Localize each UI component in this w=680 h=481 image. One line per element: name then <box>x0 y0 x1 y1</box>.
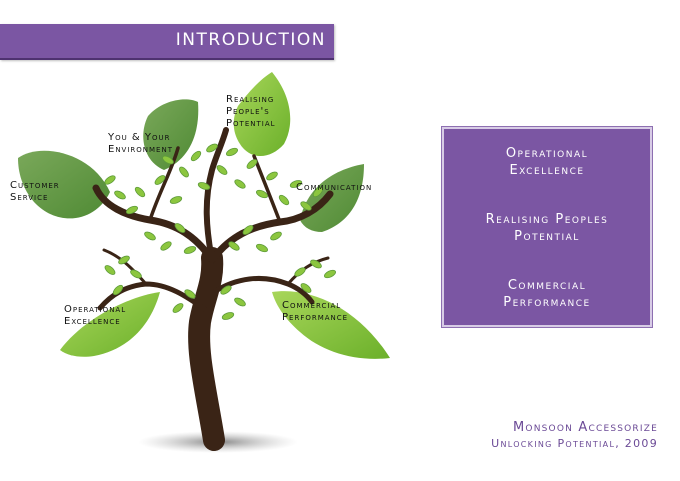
panel-item-commercial-performance: Commercial Performance <box>444 277 650 311</box>
leaf-you-and-your-environment <box>143 99 199 170</box>
panel-item-operational-excellence: Operational Excellence <box>444 145 650 179</box>
leaf-label-line: Commercial <box>282 300 342 311</box>
leaf-label-line: Operational <box>64 304 127 315</box>
leaf-label-line: Potential <box>226 118 276 129</box>
header-bar: Introduction <box>0 24 334 60</box>
leaf-label-line: Performance <box>282 312 349 323</box>
leaf-realising-peoples-potential <box>233 72 291 156</box>
foliage <box>104 143 336 320</box>
summary-panel: Operational Excellence Realising Peoples… <box>442 127 652 327</box>
leaf-label-operational-excellence: Operational Excellence <box>64 304 126 328</box>
panel-item-line: Operational <box>505 146 589 161</box>
leaf-operational-excellence <box>60 292 160 357</box>
leaf-label-you-and-your-environment: You & Your Environment <box>108 132 173 156</box>
leaf-label-line: You & Your <box>108 132 171 143</box>
leaf-label-communication: Communication <box>296 182 372 194</box>
leaf-label-line: Environment <box>108 144 173 155</box>
panel-item-realising-peoples-potential: Realising Peoples Potential <box>444 211 650 245</box>
leaf-label-line: Customer <box>10 180 60 191</box>
leaf-label-realising-peoples-potential: Realising People's Potential <box>226 94 276 130</box>
leaf-label-line: Service <box>10 192 49 203</box>
tree-trunk <box>92 127 334 451</box>
page-title: Introduction <box>175 30 326 50</box>
panel-item-line: Realising Peoples <box>485 212 609 227</box>
leaf-label-commercial-performance: Commercial Performance <box>282 300 348 324</box>
panel-item-line: Commercial <box>507 278 587 293</box>
panel-item-line: Potential <box>514 229 580 244</box>
footer-subtitle: Unlocking Potential, 2009 <box>491 437 658 450</box>
leaf-commercial-performance <box>272 291 390 359</box>
panel-item-line: Performance <box>503 295 591 310</box>
leaf-label-line: Realising <box>226 94 275 105</box>
leaf-customer-service <box>18 150 110 219</box>
leaf-label-line: People's <box>226 106 270 117</box>
leaf-label-line: Communication <box>296 182 373 193</box>
leaf-label-line: Excellence <box>64 316 121 327</box>
leaf-label-customer-service: Customer Service <box>10 180 60 204</box>
leaf-communication <box>300 164 364 232</box>
tree-illustration <box>18 72 390 453</box>
footer-company-name: Monsoon Accessorize <box>513 420 658 435</box>
panel-item-line: Excellence <box>509 163 585 178</box>
